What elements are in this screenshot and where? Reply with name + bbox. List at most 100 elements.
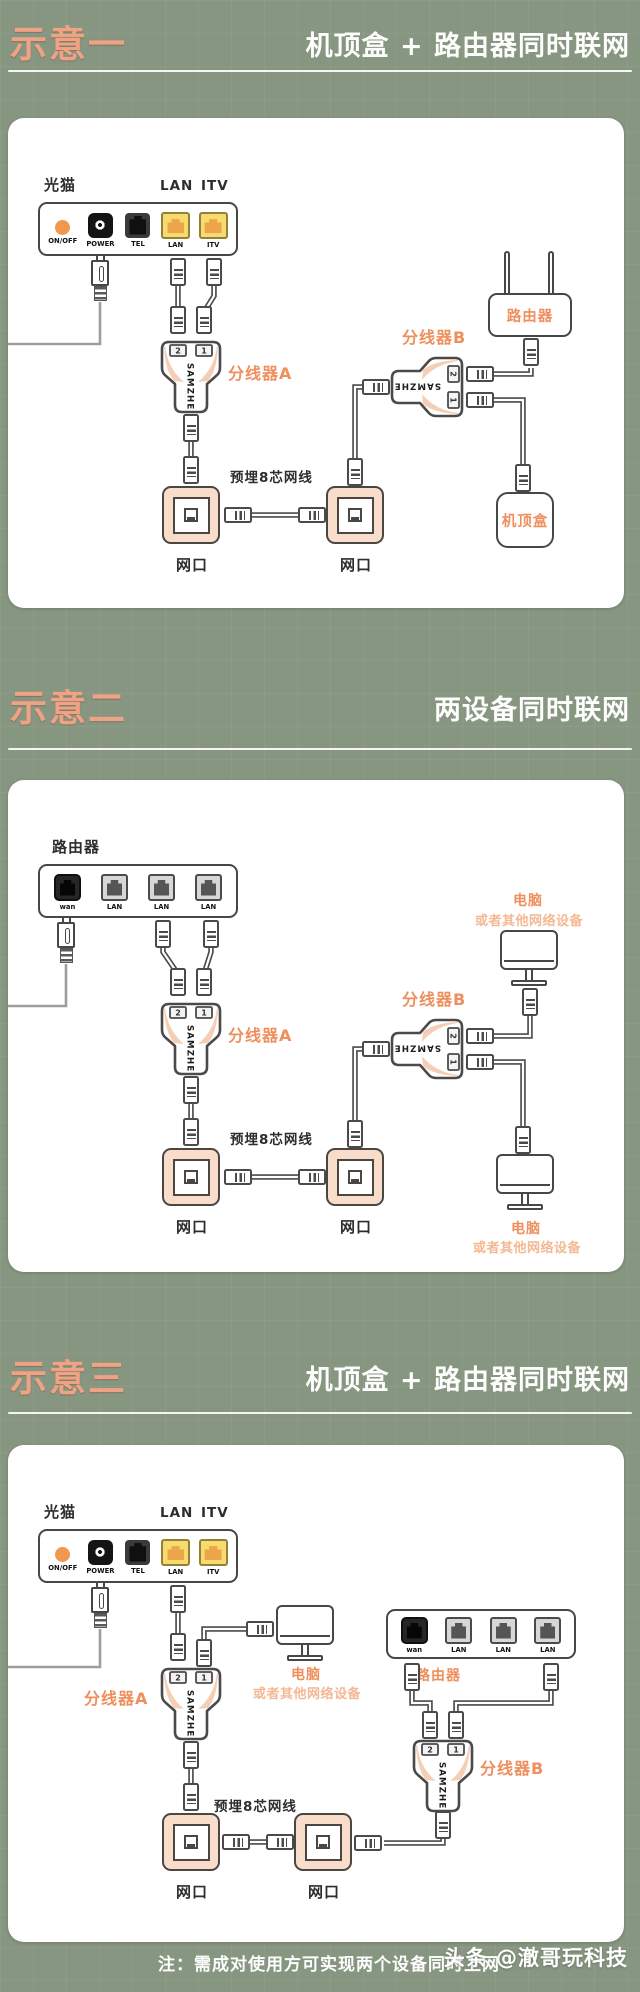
rj45-plug — [515, 464, 531, 492]
optical-modem: ON/OFF POWER TEL LAN ITV — [38, 202, 238, 256]
wall-socket-1 — [162, 486, 220, 544]
splitter-b-label: 分线器B — [480, 1759, 545, 1778]
wall-socket-2-label: 网口 — [308, 1883, 341, 1901]
diagram-panel-3: 光猫 LAN ITV ON/OFF POWER TEL LAN ITV 电脑 或… — [8, 1445, 624, 1942]
rj45-plug — [266, 1834, 294, 1850]
computer-monitor — [276, 1605, 334, 1645]
modem-port-lan: LAN — [157, 1538, 195, 1576]
splitter-b: 2 1 SAMZHE — [390, 356, 464, 418]
splitter-b-label: 分线器B — [402, 990, 467, 1009]
wall-socket-1 — [162, 1813, 220, 1871]
power-jack-icon — [87, 1539, 113, 1565]
section-2-divider — [8, 748, 632, 750]
splitter-a: 2 1 SAMZHE — [160, 1002, 222, 1076]
lan-port-icon — [489, 1616, 517, 1644]
embedded-cable-label: 预埋8芯网线 — [230, 1132, 313, 1148]
lan-port-icon — [161, 211, 191, 239]
svg-text:2: 2 — [427, 1746, 433, 1755]
section-2-subtitle: 两设备同时联网 — [434, 695, 630, 726]
svg-text:SAMZHE: SAMZHE — [394, 381, 441, 391]
cable-layer — [8, 926, 533, 1180]
power-led-icon — [55, 1547, 71, 1562]
splitter-b-label: 分线器B — [402, 328, 467, 347]
router-device: wan LAN LAN LAN — [386, 1609, 576, 1659]
rj45-plug — [435, 1811, 451, 1839]
itv-port-icon — [198, 211, 228, 239]
svg-text:1: 1 — [201, 1009, 207, 1018]
svg-text:2: 2 — [175, 1674, 181, 1683]
pc-label: 电脑 — [291, 1667, 321, 1683]
pc-2-label: 电脑 — [511, 1221, 541, 1237]
wall-socket-1-label: 网口 — [176, 1883, 209, 1901]
rj45-plug — [404, 1663, 420, 1691]
router-port-wan: wan — [49, 873, 87, 911]
router-device: 路由器 — [488, 293, 572, 337]
optical-modem: ON/OFF POWER TEL LAN ITV — [38, 1529, 238, 1583]
rj45-plug — [422, 1711, 438, 1739]
lan-port-icon — [148, 873, 175, 901]
wall-socket-1-label: 网口 — [176, 1218, 209, 1236]
wall-socket-2 — [326, 1148, 384, 1206]
wall-socket-1 — [162, 1148, 220, 1206]
computer-monitor — [500, 930, 558, 970]
modem-port-lan: LAN — [157, 211, 195, 249]
rj45-plug — [362, 1041, 390, 1057]
rj45-plug — [196, 968, 212, 996]
wall-socket-2 — [294, 1813, 352, 1871]
rj45-plug — [170, 306, 186, 334]
lan-port-icon — [161, 1538, 191, 1566]
lan-top-label: LAN — [160, 1505, 194, 1521]
splitter-a: 2 1 SAMZHE — [160, 1667, 222, 1741]
lan-port-icon — [101, 873, 128, 901]
itv-top-label: ITV — [201, 1505, 229, 1521]
rj45-plug — [298, 507, 326, 523]
rj45-plug — [543, 1663, 559, 1691]
modem-port-power: POWER — [82, 212, 120, 248]
rj45-plug — [298, 1169, 326, 1185]
rj45-plug — [183, 1741, 199, 1769]
rj45-plug — [183, 1118, 199, 1146]
embedded-cable-label: 预埋8芯网线 — [230, 470, 313, 486]
rj45-plug — [170, 1633, 186, 1661]
computer-monitor — [496, 1154, 554, 1194]
splitter-b: 2 1 SAMZHE — [412, 1739, 474, 1813]
splitter-a-label: 分线器A — [228, 1026, 293, 1045]
rj45-plug — [222, 1834, 250, 1850]
wan-port-icon — [400, 1616, 428, 1644]
pc-1-sublabel: 或者其他网络设备 — [475, 914, 584, 929]
rj45-plug — [170, 1585, 186, 1613]
diagram-panel-2: 路由器 wan LAN LAN LAN 2 1 SAMZHE 分线器A 网口 网… — [8, 780, 624, 1272]
svg-text:2: 2 — [175, 347, 181, 356]
monitor-base — [511, 980, 547, 986]
svg-text:2: 2 — [449, 1033, 458, 1039]
rj45-plug — [203, 920, 219, 948]
antenna-icon — [548, 251, 554, 295]
router-port-lan3: LAN — [190, 873, 228, 911]
svg-text:SAMZHE: SAMZHE — [185, 1025, 195, 1072]
wan-plug — [56, 916, 76, 963]
rj45-plug — [515, 1126, 531, 1154]
modem-label: 光猫 — [44, 1503, 77, 1521]
rj45-plug — [170, 258, 186, 286]
rj45-plug — [183, 1076, 199, 1104]
pc-1-label: 电脑 — [513, 893, 543, 909]
section-3-divider — [8, 1412, 632, 1414]
section-2-title: 示意二 — [10, 687, 127, 730]
fiber-plug — [90, 254, 110, 301]
rj45-plug — [183, 456, 199, 484]
rj45-plug — [522, 988, 538, 1016]
tel-port-icon — [125, 1539, 151, 1565]
footer-note: 注：需成对使用方可实现两个设备同时上网 — [158, 1955, 500, 1975]
tel-port-icon — [125, 212, 151, 238]
rj45-plug — [196, 1639, 212, 1667]
rj45-plug — [155, 920, 171, 948]
power-jack-icon — [87, 212, 113, 238]
rj45-plug — [523, 338, 539, 366]
itv-port-icon — [198, 1538, 228, 1566]
rj45-plug — [224, 507, 252, 523]
router-port-lan2: LAN — [143, 873, 181, 911]
modem-port-power: POWER — [82, 1539, 120, 1575]
power-led-icon — [55, 220, 71, 235]
splitter-a-label: 分线器A — [228, 364, 293, 383]
wan-port-icon — [54, 873, 81, 901]
